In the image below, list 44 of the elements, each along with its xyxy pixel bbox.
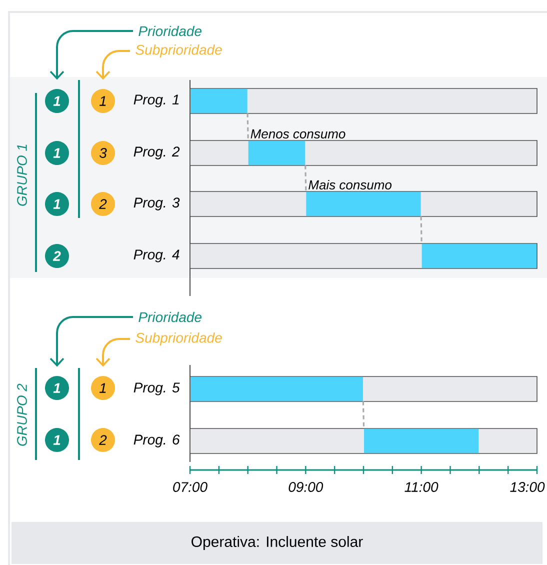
program-label: Prog. 4: [134, 250, 180, 262]
group-label: GRUPO 1: [17, 144, 27, 206]
subpriority-badge: 1: [91, 376, 115, 400]
time-label: 13:00: [510, 482, 545, 492]
active-segment: [306, 192, 421, 216]
active-segment: [364, 428, 479, 454]
active-segment: [248, 140, 306, 166]
active-segment: [422, 244, 536, 268]
active-segment: [190, 88, 248, 114]
group-label: GRUPO 2: [17, 384, 27, 446]
arrow: [50, 30, 133, 80]
arrow: [96, 338, 130, 367]
time-label: 11:00: [404, 482, 438, 492]
connector-line: [362, 401, 365, 429]
priority-badge: 1: [45, 89, 69, 113]
footer-band: Operativa: Incluente solar: [12, 522, 542, 564]
arrow: [96, 50, 130, 80]
program-label: Prog. 5: [134, 382, 180, 396]
subpriority-label: Subprioridade: [136, 332, 222, 346]
subpriority-badge: 2: [91, 192, 115, 216]
priority-badge: 1: [45, 141, 69, 165]
connector-line: [246, 113, 249, 141]
connector-line: [304, 165, 307, 192]
segment-note: Mais consumo: [308, 180, 392, 190]
subpriority-badge: 2: [91, 428, 115, 452]
program-label: Prog. 1: [134, 94, 179, 108]
priority-badge: 2: [45, 244, 69, 268]
connector-line: [420, 216, 422, 244]
priority-label: Prioridade: [138, 26, 202, 36]
program-label: Prog. 6: [134, 434, 180, 448]
program-label: Prog. 3: [134, 198, 180, 210]
segment-note: Menos consumo: [250, 129, 346, 138]
active-segment: [190, 376, 363, 402]
time-label: 07:00: [173, 482, 208, 492]
priority-badge: 1: [45, 192, 69, 216]
program-label: Prog. 2: [134, 146, 180, 160]
subpriority-badge: 3: [91, 141, 115, 165]
time-label: 09:00: [288, 482, 324, 492]
priority-badge: 1: [45, 376, 69, 400]
subpriority-badge: 1: [91, 89, 115, 113]
subpriority-label: Subprioridade: [136, 44, 222, 58]
priority-label: Prioridade: [138, 312, 202, 322]
priority-badge: 1: [45, 428, 69, 452]
arrow: [50, 316, 133, 367]
